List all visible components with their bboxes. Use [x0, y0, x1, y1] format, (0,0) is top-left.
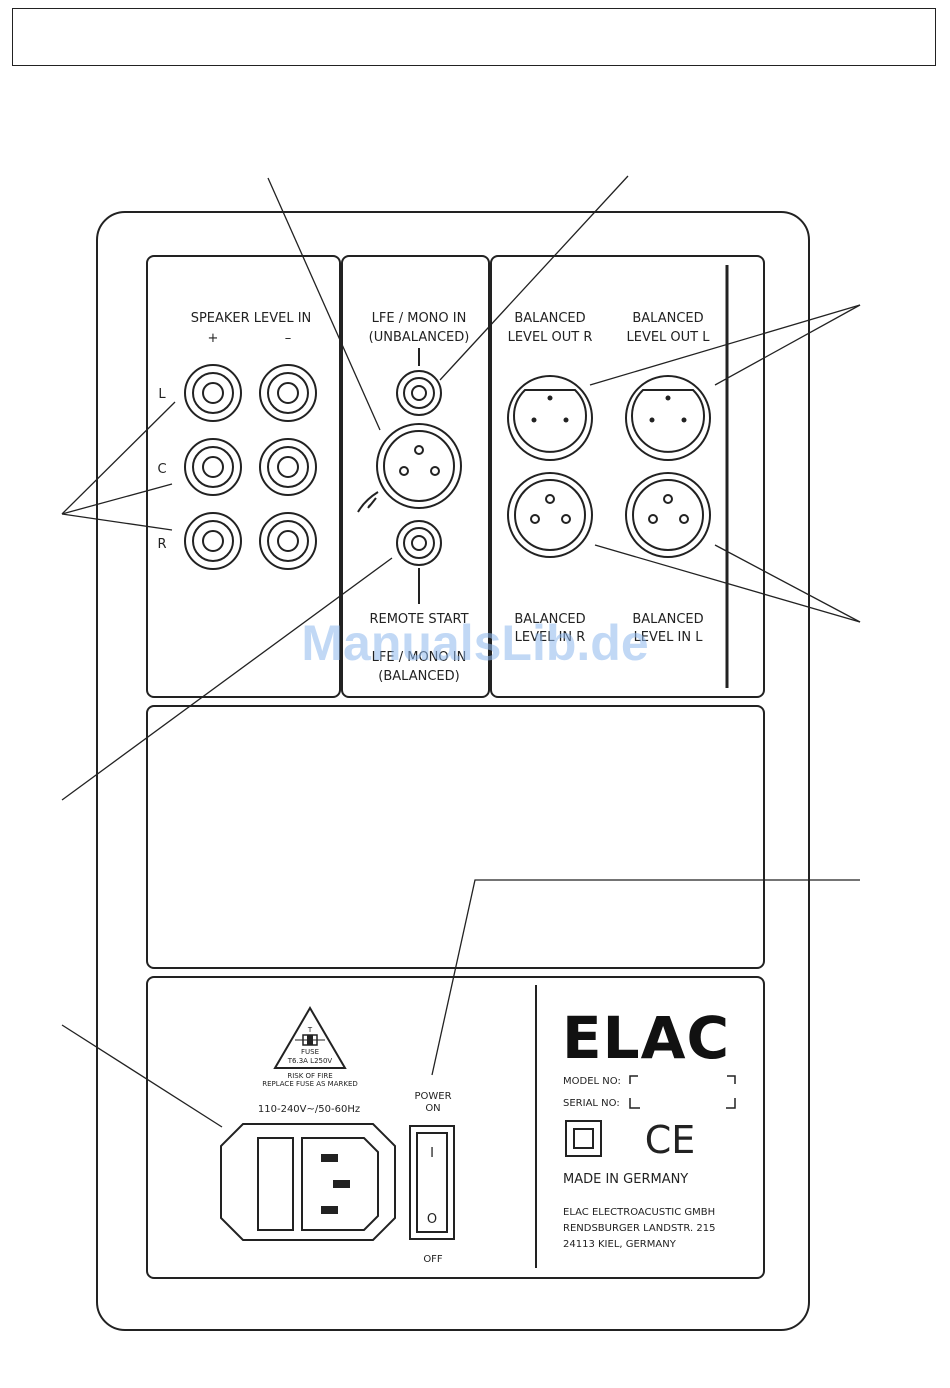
- bal-out-l-label-1: BALANCED: [632, 311, 703, 326]
- leader-out-r: [589, 304, 861, 386]
- channel-r-label: R: [157, 537, 166, 552]
- xlr-out-l-pins: [649, 395, 687, 423]
- bal-out-r-label-1: BALANCED: [514, 311, 585, 326]
- switch-o-glyph: O: [427, 1212, 437, 1227]
- terminal-r-minus: [259, 512, 317, 570]
- fuse-drawer: [257, 1137, 294, 1231]
- model-no-bracket-right: [727, 1075, 736, 1084]
- iec-socket: [301, 1137, 379, 1231]
- address-line-3: 24113 KIEL, GERMANY: [563, 1239, 677, 1250]
- xlr-in-l: [625, 472, 711, 558]
- risk-of-fire-label: RISK OF FIRE: [287, 1072, 332, 1080]
- address-line-1: ELAC ELECTROACUSTIC GMBH: [563, 1207, 715, 1218]
- power-switch[interactable]: [416, 1132, 448, 1233]
- bal-in-l-label-2: LEVEL IN L: [634, 630, 704, 645]
- iec-pin-middle: [333, 1180, 350, 1188]
- xlr-in-r-pins: [530, 494, 571, 524]
- ce-mark: CE: [645, 1118, 696, 1162]
- power-off-label: OFF: [423, 1254, 443, 1265]
- serial-no-label: SERIAL NO:: [563, 1098, 620, 1109]
- lfe-unbalanced-label-2: (UNBALANCED): [369, 330, 470, 345]
- made-in-germany-label: MADE IN GERMANY: [563, 1172, 688, 1187]
- power-label: POWER: [414, 1091, 451, 1102]
- lfe-balanced-label-1: LFE / MONO IN: [372, 650, 467, 665]
- fuse-warning-triangle: [273, 1006, 347, 1069]
- lfe-balanced-label-2: (BALANCED): [378, 669, 459, 684]
- xlr-in-l-pins: [648, 494, 689, 524]
- leader-power-inlet: [61, 1024, 223, 1128]
- watermark: ManualsLib.de: [301, 615, 648, 671]
- cabinet-outline: [96, 211, 810, 1331]
- bal-in-l-label-1: BALANCED: [632, 612, 703, 627]
- switch-i-glyph: I: [430, 1146, 434, 1161]
- speaker-level-in-label: SPEAKER LEVEL IN: [191, 311, 312, 326]
- serial-no-bracket-left: [629, 1098, 640, 1109]
- address-line-2: RENDSBURGER LANDSTR. 215: [563, 1223, 715, 1234]
- leader-lfe-xlr: [267, 177, 381, 431]
- panel-middle: [146, 705, 765, 969]
- xlr-out-r: [507, 375, 593, 461]
- leader-lfe-rca: [439, 175, 629, 381]
- terminal-c-minus: [259, 438, 317, 496]
- xlr-out-r-pins: [531, 395, 569, 423]
- terminal-l-plus: [184, 364, 242, 422]
- replace-fuse-label: REPLACE FUSE AS MARKED: [262, 1080, 358, 1088]
- terminal-r-plus: [184, 512, 242, 570]
- minus-label: –: [285, 331, 292, 346]
- leader-out-l: [714, 304, 861, 386]
- leader-speaker-r: [61, 513, 173, 531]
- class-ii-icon-inner: [573, 1128, 594, 1149]
- panel-balanced: [490, 255, 765, 698]
- channel-c-label: C: [157, 462, 166, 477]
- bal-out-r-label-2: LEVEL OUT R: [508, 330, 593, 345]
- panel-lfe: [341, 255, 490, 698]
- class-ii-icon-outer: [565, 1120, 602, 1157]
- xlr-out-l: [625, 375, 711, 461]
- callout-lines: [61, 175, 861, 1128]
- lfe-xlr-latch: [357, 491, 379, 513]
- lfe-xlr-pins: [399, 445, 440, 476]
- model-no-label: MODEL NO:: [563, 1076, 621, 1087]
- leader-speaker-l: [61, 401, 176, 515]
- panel-lower: [146, 976, 765, 1279]
- leader-remote: [61, 557, 393, 801]
- iec-pin-top: [321, 1154, 338, 1162]
- header-box: [12, 8, 936, 66]
- power-switch-frame: [409, 1125, 455, 1240]
- leader-power-switch: [431, 879, 860, 1076]
- power-on-label: ON: [425, 1103, 440, 1114]
- leader-speaker-c: [61, 483, 173, 515]
- remote-start-label: REMOTE START: [369, 612, 468, 627]
- voltage-label: 110-240V~/50-60Hz: [258, 1104, 360, 1115]
- fuse-t-label: T: [307, 1026, 313, 1034]
- brand-logo: ELAC: [562, 1004, 730, 1072]
- speaker-terminals: [184, 364, 317, 570]
- fuse-label: FUSE: [301, 1048, 319, 1056]
- terminal-l-minus: [259, 364, 317, 422]
- plus-label: +: [208, 331, 219, 346]
- xlr-in-r: [507, 472, 593, 558]
- power-inlet: [220, 1123, 396, 1241]
- bal-in-r-label-2: LEVEL IN R: [515, 630, 586, 645]
- fuse-rating: T6.3A L250V: [287, 1057, 333, 1065]
- remote-start-jack: [396, 520, 442, 566]
- leader-in-l: [714, 544, 861, 623]
- lfe-unbalanced-jack: [396, 370, 442, 416]
- panel-speaker-level: [146, 255, 341, 698]
- bal-in-r-label-1: BALANCED: [514, 612, 585, 627]
- bal-out-l-label-2: LEVEL OUT L: [626, 330, 710, 345]
- lfe-unbalanced-label-1: LFE / MONO IN: [372, 311, 467, 326]
- channel-l-label: L: [158, 387, 166, 402]
- serial-no-bracket-right: [726, 1098, 736, 1109]
- lfe-xlr-connector: [376, 423, 462, 509]
- terminal-c-plus: [184, 438, 242, 496]
- iec-pin-bottom: [321, 1206, 338, 1214]
- model-no-bracket-left: [629, 1075, 638, 1084]
- leader-in-r: [594, 544, 861, 623]
